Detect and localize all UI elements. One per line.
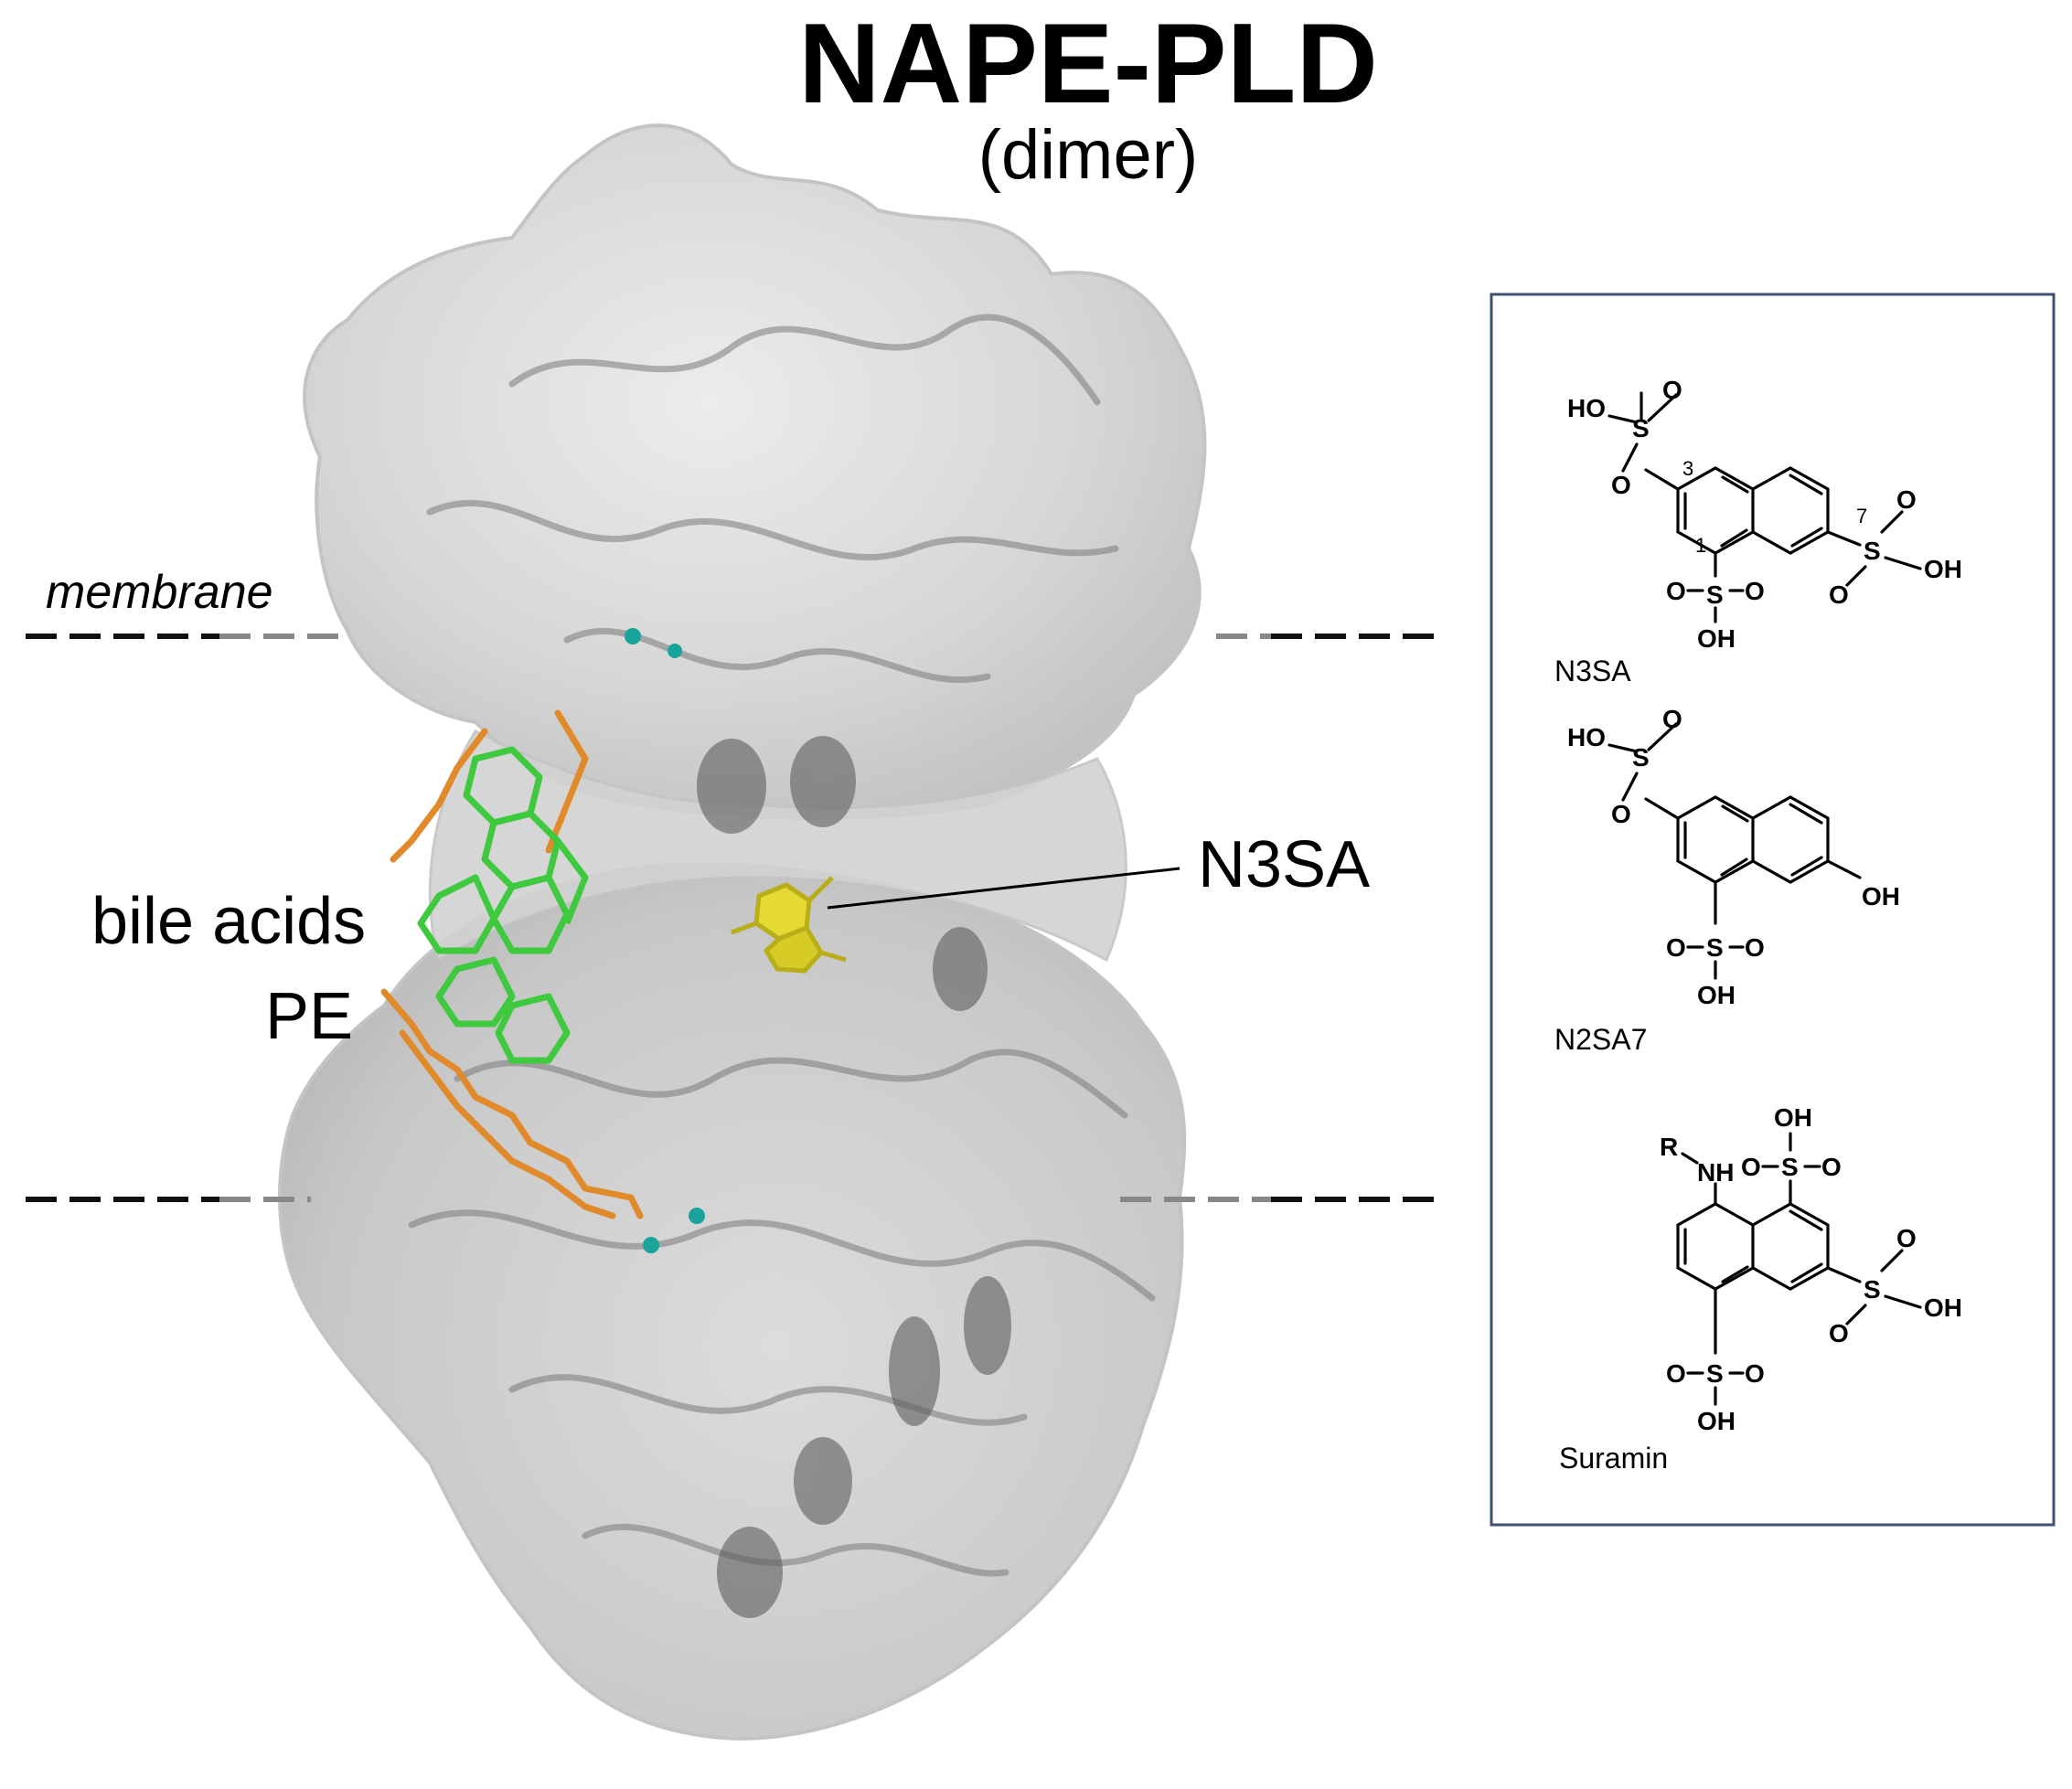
structure-n2sa7: S HO O O OH S OH O O	[1567, 705, 1900, 1009]
suramin-nh: NH	[1697, 1158, 1734, 1187]
n3sa-pos1: 1	[1695, 534, 1706, 557]
protein-helices	[697, 736, 1011, 1618]
n3sa-o1a: O	[1666, 577, 1686, 605]
suramin-o-bottom-a: O	[1666, 1359, 1686, 1388]
bile-acids-label: bile acids	[91, 885, 366, 958]
bile-acids-ligand	[417, 746, 589, 1064]
n2sa7-ho-3: HO	[1567, 723, 1606, 751]
n3sa-label: N3SA	[1198, 828, 1370, 901]
n2sa7-o3b: O	[1611, 800, 1631, 828]
n3sa-o7b: O	[1829, 580, 1849, 609]
n2sa7-oh-1: OH	[1697, 981, 1736, 1009]
compound-panel	[1490, 293, 2056, 1527]
n3sa-pos7: 7	[1856, 505, 1867, 527]
n2sa7-s1-atom: S	[1706, 933, 1724, 962]
suramin-oh-top: OH	[1774, 1103, 1812, 1132]
n2sa7-oh-7: OH	[1862, 882, 1900, 910]
n3sa-o3b: O	[1611, 471, 1631, 499]
structure-suramin: NH R S OH O O S O O OH S OH O O	[1660, 1103, 1962, 1435]
figure-title: NAPE-PLD	[798, 1, 1378, 127]
protein-structure	[278, 123, 1207, 1741]
pe-label: PE	[265, 980, 353, 1053]
n3sa-oh-1: OH	[1697, 624, 1736, 653]
suramin-r: R	[1660, 1133, 1678, 1161]
compound-name-n3sa: N3SA	[1554, 655, 1631, 687]
suramin-oh-right: OH	[1924, 1294, 1962, 1322]
n3sa-ho-3: HO	[1567, 394, 1606, 422]
membrane-label: membrane	[46, 566, 273, 619]
suramin-o-right-b: O	[1829, 1319, 1849, 1347]
suramin-s-bottom: S	[1706, 1359, 1724, 1388]
n3sa-pos3: 3	[1682, 457, 1693, 480]
n2sa7-s3-atom: S	[1632, 743, 1650, 772]
suramin-o-top-b: O	[1821, 1153, 1842, 1181]
n3sa-o1b: O	[1745, 577, 1765, 605]
compound-name-n2sa7: N2SA7	[1554, 1023, 1647, 1056]
n3sa-s1-atom: S	[1706, 580, 1724, 609]
n3sa-s7-atom: S	[1864, 537, 1881, 565]
pe-ligand	[380, 709, 644, 1219]
n2sa7-o3a: O	[1662, 705, 1682, 733]
compound-name-suramin: Suramin	[1559, 1442, 1668, 1475]
n3sa-o7a: O	[1896, 485, 1917, 514]
membrane-boundaries	[26, 634, 1440, 1202]
n3sa-oh-7: OH	[1924, 555, 1962, 583]
suramin-o-top-a: O	[1741, 1153, 1761, 1181]
zinc-ions	[625, 628, 705, 1253]
n3sa-ligand	[731, 876, 847, 974]
suramin-oh-bottom: OH	[1697, 1407, 1736, 1435]
n2sa7-o1a: O	[1666, 933, 1686, 962]
suramin-o-right-a: O	[1896, 1224, 1917, 1252]
figure-subtitle: (dimer)	[978, 116, 1199, 194]
structure-n3sa: S HO O O 3 S OH O O 1 S O O OH 7	[1567, 376, 1962, 653]
n2sa7-o1b: O	[1745, 933, 1765, 962]
protein-cartoon	[408, 314, 1156, 1577]
suramin-o-bottom-b: O	[1745, 1359, 1765, 1388]
suramin-s-top: S	[1781, 1153, 1799, 1181]
protein-surface-top	[303, 123, 1207, 820]
n3sa-pointer-line	[827, 867, 1180, 910]
n3sa-o3a: O	[1662, 376, 1682, 404]
suramin-s-right: S	[1864, 1275, 1881, 1304]
